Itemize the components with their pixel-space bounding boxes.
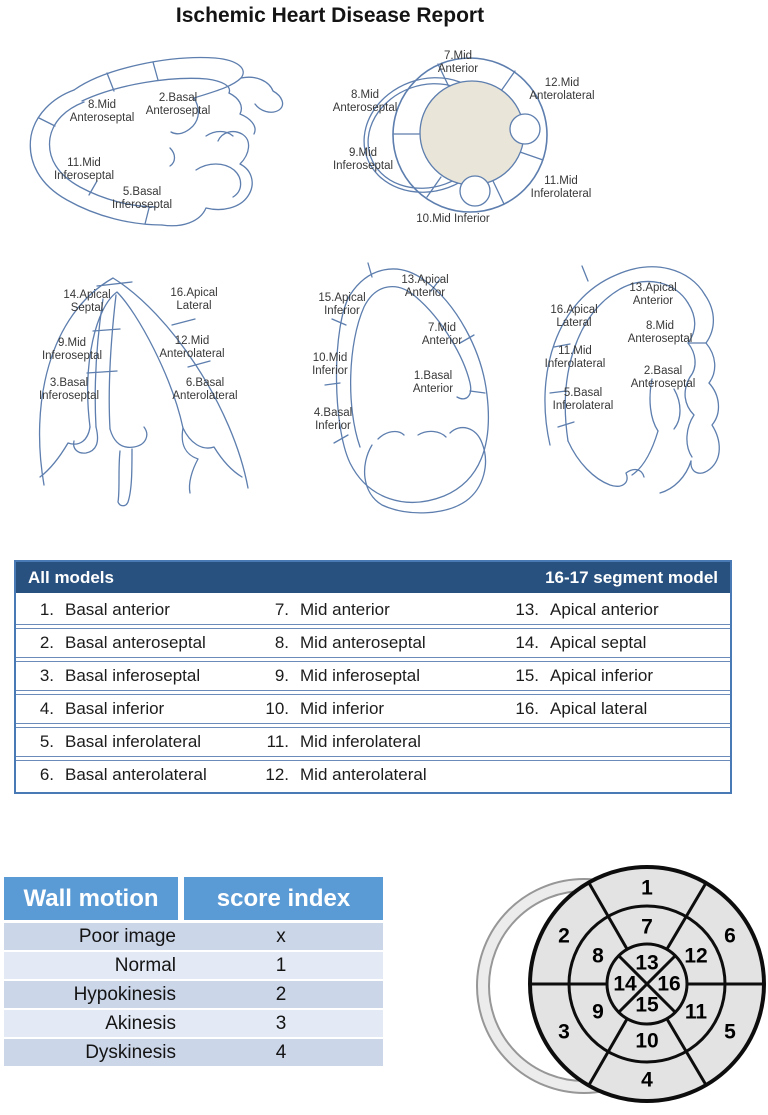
- bullseye-segment-number: 14: [613, 973, 637, 996]
- segment-label: 10.Mid Inferior: [416, 213, 490, 225]
- segment-cell: 13.Apical anterior: [501, 596, 730, 625]
- wall-motion-header-col2: score index: [184, 877, 383, 920]
- table-row: 6.Basal anterolateral 12.Mid anterolater…: [16, 760, 730, 789]
- segment-cell: 14.Apical septal: [501, 628, 730, 658]
- segment-cell: 9.Mid inferoseptal: [251, 661, 501, 691]
- heart-outline-4ch: [38, 277, 249, 507]
- lv-cavity: [419, 80, 525, 186]
- wall-motion-header: Wall motion score index: [4, 877, 383, 920]
- segment-cell: 11.Mid inferolateral: [251, 727, 501, 757]
- bullseye-segment-number: 6: [724, 925, 736, 948]
- bullseye-segment-number: 16: [657, 973, 680, 996]
- bullseye-segment-number: 9: [592, 1001, 604, 1024]
- segment-cell: 1.Basal anterior: [16, 596, 251, 625]
- bullseye-segment-number: 11: [685, 1001, 708, 1024]
- heart-outline-3ch: [544, 265, 720, 494]
- segment-cell: [501, 760, 730, 789]
- bullseye-diagram: 1 2 3 4 5 6 7 8 9 10 11 12 13 14 15 16: [476, 865, 766, 1103]
- bullseye-rings: [528, 865, 766, 1103]
- segment-cell: 15.Apical inferior: [501, 661, 730, 691]
- heart-outline-plax: [29, 56, 284, 227]
- segment-cell: 5.Basal inferolateral: [16, 727, 251, 757]
- bullseye-segment-number: 15: [635, 994, 659, 1017]
- segment-cell: 10.Mid inferior: [251, 694, 501, 724]
- table-row: 5.Basal inferolateral 11.Mid inferolater…: [16, 727, 730, 757]
- segment-cell: 16.Apical lateral: [501, 694, 730, 724]
- segment-table-header-left: All models: [28, 567, 114, 587]
- heart-outline-sax: [363, 57, 548, 213]
- table-row: 4.Basal inferior 10.Mid inferior 16.Apic…: [16, 694, 730, 724]
- segment-table: All models 16-17 segment model 1.Basal a…: [14, 560, 732, 794]
- bullseye-segment-number: 12: [684, 945, 707, 968]
- bullseye-segment-number: 10: [635, 1030, 658, 1053]
- table-row: 2.Basal anteroseptal 8.Mid anteroseptal …: [16, 628, 730, 658]
- segment-table-header-right: 16-17 segment model: [545, 567, 718, 587]
- bullseye-segment-number: 3: [558, 1021, 570, 1044]
- page-title: Ischemic Heart Disease Report: [175, 4, 485, 27]
- segment-cell: 2.Basal anteroseptal: [16, 628, 251, 658]
- bullseye-segment-number: 8: [592, 945, 604, 968]
- segment-cell: [501, 727, 730, 757]
- segment-cell: 12.Mid anterolateral: [251, 760, 501, 789]
- table-row: 3.Basal inferoseptal 9.Mid inferoseptal …: [16, 661, 730, 691]
- segment-cell: 7.Mid anterior: [251, 596, 501, 625]
- bullseye-segment-number: 4: [641, 1069, 653, 1092]
- segment-cell: 3.Basal inferoseptal: [16, 661, 251, 691]
- bullseye-segment-number: 2: [558, 925, 570, 948]
- segment-cell: 4.Basal inferior: [16, 694, 251, 724]
- header-divider: [178, 877, 184, 920]
- segment-table-body: 1.Basal anterior 7.Mid anterior 13.Apica…: [16, 593, 730, 792]
- bullseye-segment-number: 7: [641, 916, 653, 939]
- heart-outline-2ch: [324, 262, 490, 514]
- table-row: 1.Basal anterior 7.Mid anterior 13.Apica…: [16, 596, 730, 625]
- segment-cell: 8.Mid anteroseptal: [251, 628, 501, 658]
- bullseye-segment-number: 13: [635, 952, 658, 975]
- wall-motion-header-col1: Wall motion: [4, 877, 178, 920]
- bullseye-segment-number: 1: [641, 877, 653, 900]
- bullseye-numbers: 1 2 3 4 5 6 7 8 9 10 11 12 13 14 15 16: [558, 877, 736, 1092]
- bullseye-segment-number: 5: [724, 1021, 736, 1044]
- segment-cell: 6.Basal anterolateral: [16, 760, 251, 789]
- segment-table-header: All models 16-17 segment model: [16, 562, 730, 593]
